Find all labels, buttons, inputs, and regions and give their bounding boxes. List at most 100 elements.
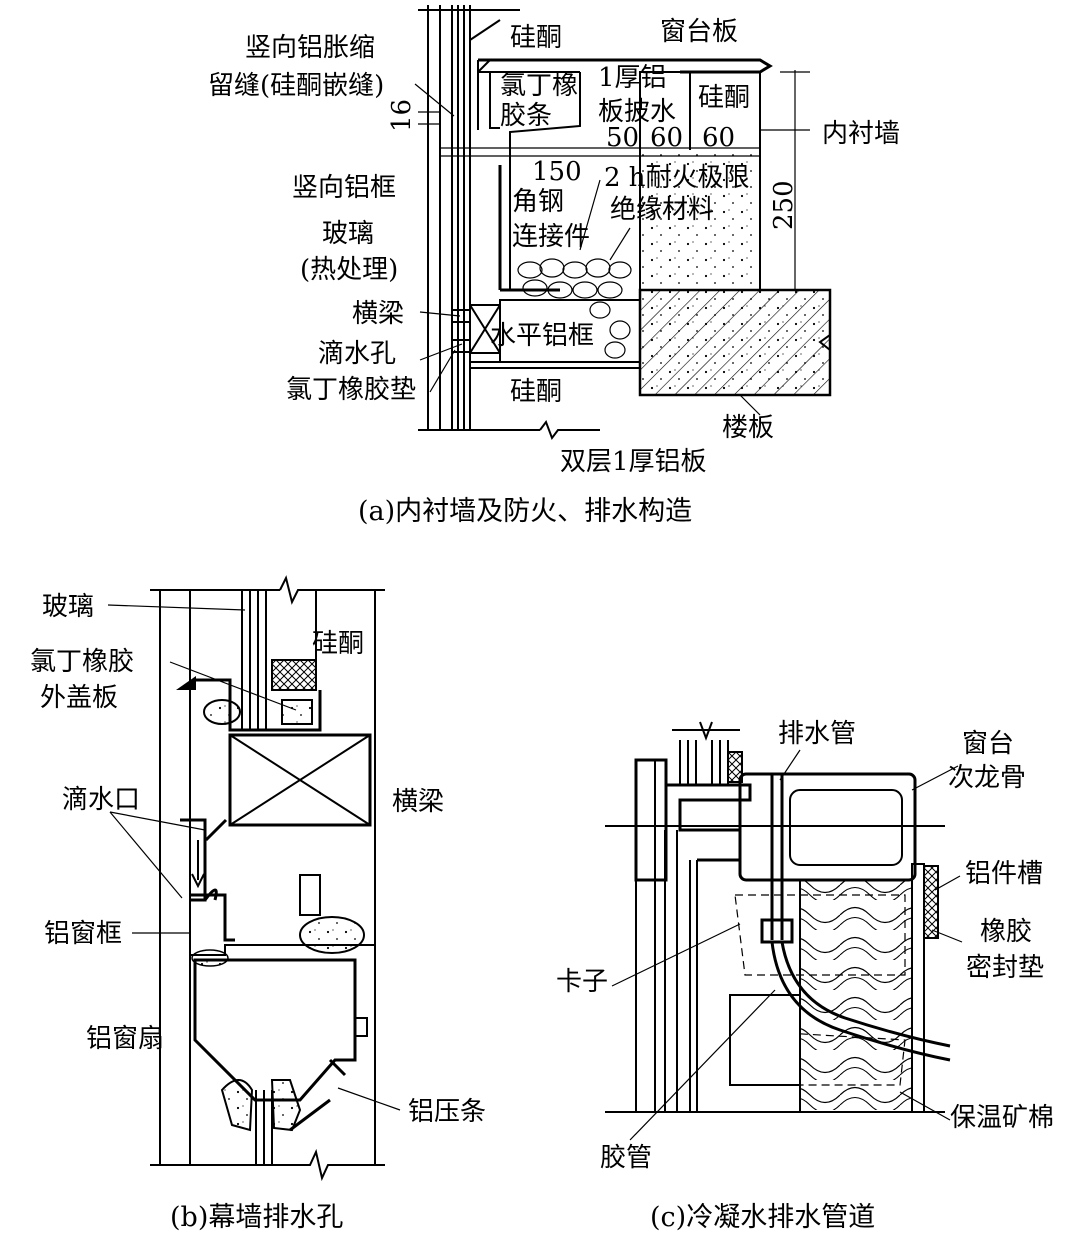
aluminum-slot [911, 863, 925, 1113]
angle-steel-connector [498, 165, 560, 292]
caption-b: (b)幕墙排水孔 [170, 1202, 343, 1233]
label-clip: 卡子 [556, 967, 608, 997]
label-silicone-top: 硅酮 [510, 23, 562, 53]
label-vertical-aluminum-frame: 竖向铝框 [292, 173, 396, 203]
label-drip-hole: 滴水孔 [318, 339, 396, 369]
flashing-plate [489, 72, 581, 290]
label-double-aluminum-plate: 双层1厚铝板 [560, 447, 707, 477]
label-silicone-mid: 硅酮 [698, 83, 750, 113]
dim-50: 50 [606, 123, 639, 153]
lower-gasket-left [220, 1079, 254, 1132]
dimension-lines [418, 70, 810, 291]
label-rubber-1: 橡胶 [980, 917, 1032, 947]
dim-60b: 60 [702, 123, 735, 153]
label-neoprene-strip-2: 胶条 [500, 101, 552, 131]
glass-panes-upper [241, 590, 317, 730]
caption-a: (a)内衬墙及防火、排水构造 [358, 496, 692, 527]
label-drip-mouth: 滴水口 [62, 785, 140, 815]
label-sill-1: 窗台 [962, 729, 1014, 759]
label-neoprene-2: 外盖板 [40, 683, 118, 713]
diagram-a: 硅酮 窗台板 竖向铝胀缩 留缝(硅酮嵌缝) 氯丁橡 胶条 1厚铝 板披水 硅酮 … [208, 5, 900, 527]
label-rubber-2: 密封垫 [966, 953, 1044, 983]
label-silicone-bottom: 硅酮 [510, 377, 562, 407]
aluminum-bead [289, 1058, 347, 1132]
label-inner-lining-wall: 内衬墙 [822, 119, 900, 149]
rubber-hose [770, 941, 951, 1062]
gasket-center [299, 916, 365, 954]
label-transom-b: 横梁 [392, 787, 444, 817]
lower-gasket-right [270, 1079, 302, 1132]
sash-clip [354, 1017, 368, 1037]
transom-box [228, 733, 372, 827]
lower-outline [734, 1029, 906, 1086]
diagram-c: 排水管 窗台 次龙骨 铝件槽 橡胶 密封垫 卡子 保温矿棉 胶管 (c)冷凝水排… [556, 719, 1054, 1233]
label-silicone-b: 硅酮 [312, 629, 364, 659]
double-aluminum-plate [470, 361, 640, 369]
silicone-top-joint [469, 19, 501, 73]
aluminum-window-frame [190, 888, 235, 942]
dim-16: 16 [387, 99, 417, 132]
label-neoprene-strip-1: 氯丁橡 [500, 71, 578, 101]
label-aluminum-slot: 铝件槽 [965, 859, 1043, 889]
break-c [672, 721, 740, 741]
aluminum-window-sash [193, 958, 357, 1102]
dim-250: 250 [769, 180, 799, 230]
label-angle-steel-1: 角钢 [512, 187, 564, 217]
label-fire-resistance-1: 2 h耐火极限 [604, 163, 750, 193]
label-expansion-joint-1: 竖向铝胀缩 [245, 33, 375, 63]
label-glass: 玻璃 [322, 219, 374, 249]
mineral-wool [799, 879, 913, 1113]
label-floor-slab: 楼板 [722, 413, 774, 443]
label-rubber-hose: 胶管 [600, 1143, 652, 1173]
clip-block [729, 994, 801, 1086]
label-glass-b: 玻璃 [42, 592, 94, 622]
label-window-sill-board: 窗台板 [660, 17, 738, 47]
label-aluminum-flashing-2: 板披水 [598, 97, 676, 127]
label-transom: 横梁 [352, 299, 404, 329]
label-horizontal-aluminum-frame: 水平铝框 [490, 321, 594, 351]
break-line [418, 9, 600, 441]
label-window-frame: 铝窗框 [44, 919, 122, 949]
drip-arrow-2 [204, 818, 228, 842]
label-mineral-wool: 保温矿棉 [950, 1103, 1054, 1133]
fire-insulation-material [517, 258, 632, 359]
clip-outline [734, 894, 906, 976]
sill-purlin-inner [789, 789, 903, 866]
label-sill-2: 次龙骨 [948, 763, 1026, 793]
label-neoprene-pad: 氯丁橡胶垫 [286, 375, 416, 405]
frame-clip [299, 874, 321, 916]
silicone-block [271, 659, 317, 691]
slab-break [818, 290, 831, 395]
label-aluminum-flashing-1: 1厚铝 [598, 63, 667, 93]
leader-lines-b [107, 604, 401, 1111]
neoprene-gasket-outer [203, 699, 241, 725]
drip-mouth [180, 818, 207, 902]
label-expansion-joint-2: 留缝(硅酮嵌缝) [208, 71, 384, 101]
dim-150: 150 [532, 157, 582, 187]
rubber-seal [923, 865, 939, 939]
break-top [279, 575, 385, 605]
label-aluminum-bead: 铝压条 [408, 1097, 486, 1127]
drain-pipe [760, 774, 794, 944]
diagram-b: 玻璃 硅酮 氯丁橡胶 外盖板 滴水口 横梁 铝窗框 铝窗扇 铝压条 (b)幕墙排… [30, 575, 486, 1233]
glass-c [679, 740, 729, 785]
leader-lines-a [414, 83, 761, 416]
label-angle-steel-2: 连接件 [512, 222, 590, 252]
label-window-sash: 铝窗扇 [86, 1024, 164, 1054]
break-bottom [150, 1148, 385, 1182]
label-heat-treated: (热处理) [300, 255, 398, 285]
label-neoprene-1: 氯丁橡胶 [30, 647, 134, 677]
drip-arrow [191, 840, 205, 889]
label-fire-resistance-2: 绝缘材料 [610, 195, 714, 225]
mullion-c [634, 758, 668, 882]
neoprene-gasket-inner [281, 699, 313, 725]
sash-gasket [191, 949, 229, 967]
transom-cross [229, 734, 371, 826]
label-drain-pipe: 排水管 [778, 719, 856, 749]
transom-cross [469, 304, 501, 354]
dim-60a: 60 [650, 123, 683, 153]
drip-hole [451, 309, 471, 353]
insulation-fill [642, 150, 758, 288]
cover-plate-tip [176, 676, 196, 690]
leader-lines-c [611, 749, 963, 1141]
